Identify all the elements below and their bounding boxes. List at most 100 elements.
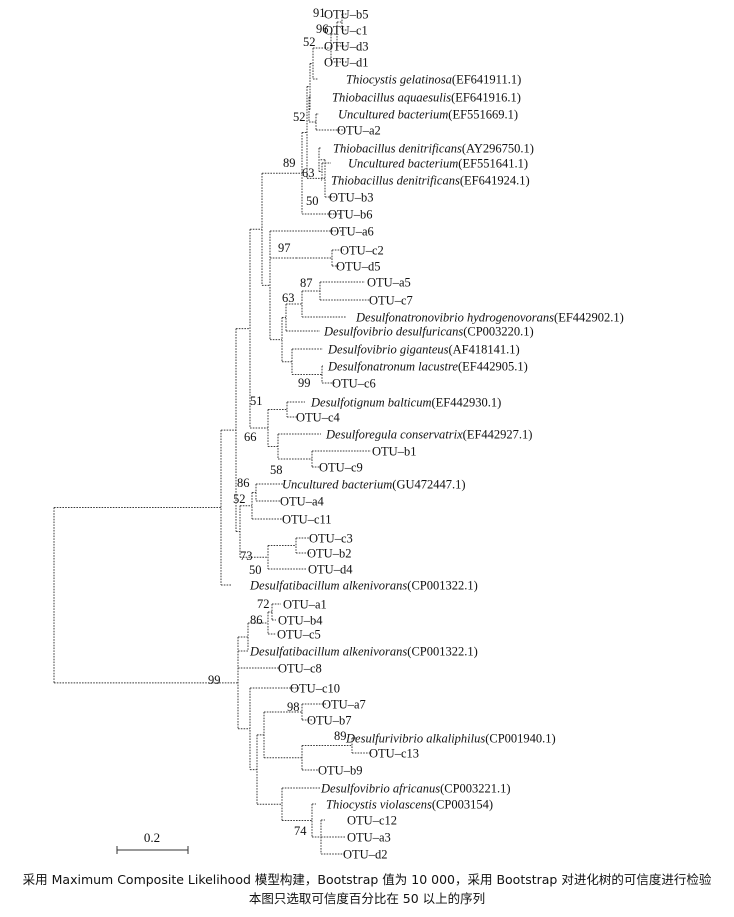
leaf-accession: OTU–c6 [332, 377, 376, 391]
leaf-label: Desulfovibrio desulfuricans(CP003220.1) [323, 325, 534, 339]
bootstrap-value: 52 [233, 492, 246, 506]
leaf-accession: (CP001322.1) [407, 645, 478, 659]
leaf-species-name: Desulfurivibrio alkaliphilus [345, 732, 485, 746]
leaf-label: Desulfovibrio giganteus(AF418141.1) [327, 343, 520, 357]
leaf-label: OTU–a7 [322, 698, 366, 712]
leaf-accession: (EF442930.1) [431, 396, 501, 410]
leaf-accession: (AF418141.1) [448, 343, 519, 357]
leaf-accession: OTU–a5 [367, 276, 411, 290]
leaf-species-name: Desulfonatronum lacustre [327, 360, 458, 374]
bootstrap-values: 9196525289635097876399516658865273507286… [208, 6, 347, 838]
leaf-label: OTU–b6 [328, 208, 372, 222]
leaf-species-name: Thiobacillus aquaesulis [332, 91, 451, 105]
leaf-accession: OTU–b9 [318, 764, 362, 778]
leaf-accession: OTU–b2 [307, 547, 351, 561]
leaf-accession: (CP003220.1) [463, 325, 534, 339]
leaf-accession: (EF641916.1) [451, 91, 521, 105]
leaf-species-name: Thiocystis violascens [326, 798, 432, 812]
leaf-label: OTU–c2 [340, 244, 384, 258]
bootstrap-value: 50 [249, 563, 262, 577]
leaf-label: OTU–d3 [324, 40, 368, 54]
leaf-label: OTU–b4 [278, 614, 323, 628]
caption-line-1: 采用 Maximum Composite Likelihood 模型构建，Boo… [22, 872, 712, 887]
leaf-species-name: Desulfotignum balticum [310, 396, 431, 410]
bootstrap-value: 86 [250, 613, 263, 627]
bootstrap-value: 66 [244, 430, 257, 444]
leaf-accession: OTU–d2 [343, 848, 387, 862]
leaf-label: OTU–b1 [372, 445, 416, 459]
leaf-label: OTU–d2 [343, 848, 387, 862]
bootstrap-value: 99 [208, 673, 221, 687]
bootstrap-value: 98 [287, 700, 300, 714]
bootstrap-value: 51 [250, 394, 263, 408]
leaf-label: OTU–b7 [307, 714, 351, 728]
leaf-label: OTU–c10 [290, 682, 340, 696]
leaf-accession: OTU–b3 [329, 191, 373, 205]
leaf-accession: OTU–b1 [372, 445, 416, 459]
leaf-label: Uncultured bacterium(EF551669.1) [338, 108, 518, 122]
bootstrap-value: 74 [294, 824, 307, 838]
leaf-accession: OTU–c8 [278, 662, 322, 676]
leaf-species-name: Desulfatibacillum alkenivorans [249, 579, 407, 593]
leaf-accession: (EF641911.1) [452, 73, 521, 87]
leaf-accession: (EF442927.1) [463, 428, 533, 442]
leaf-species-name: Desulfatibacillum alkenivorans [249, 645, 407, 659]
leaf-accession: (AY296750.1) [462, 142, 534, 156]
leaf-accession: OTU–c2 [340, 244, 384, 258]
leaf-accession: (CP001322.1) [407, 579, 478, 593]
leaf-accession: (GU472447.1) [392, 478, 465, 492]
leaf-accession: OTU–c10 [290, 682, 340, 696]
leaf-label: Thiobacillus denitrificans(EF641924.1) [331, 174, 530, 188]
leaf-label: OTU–b9 [318, 764, 362, 778]
leaf-accession: OTU–c12 [347, 814, 397, 828]
leaf-label: OTU–c5 [277, 628, 321, 642]
leaf-accession: OTU–a4 [280, 495, 324, 509]
bootstrap-value: 52 [303, 35, 316, 49]
leaf-accession: (CP001940.1) [485, 732, 556, 746]
figure-caption: 采用 Maximum Composite Likelihood 模型构建，Boo… [0, 870, 734, 908]
leaf-label: OTU–a5 [367, 276, 411, 290]
leaf-accession: OTU–d3 [324, 40, 368, 54]
bootstrap-value: 91 [313, 6, 326, 20]
leaf-species-name: Uncultured bacterium [348, 157, 458, 171]
bootstrap-value: 97 [278, 241, 291, 255]
leaf-label: OTU–c8 [278, 662, 322, 676]
leaf-accession: OTU–a7 [322, 698, 366, 712]
leaf-label: Desulforegula conservatrix(EF442927.1) [325, 428, 532, 442]
caption-line-2: 本图只选取可信度百分比在 50 以上的序列 [248, 891, 486, 906]
leaf-accession: OTU–c1 [324, 24, 368, 38]
leaf-accession: OTU–c4 [296, 411, 340, 425]
leaf-label: Desulfovibrio africanus(CP003221.1) [320, 782, 511, 796]
leaf-label: Desulfurivibrio alkaliphilus(CP001940.1) [345, 732, 556, 746]
bootstrap-value: 63 [302, 166, 315, 180]
leaf-label: OTU–c9 [319, 461, 363, 475]
leaf-label: Desulfatibacillum alkenivorans(CP001322.… [249, 645, 478, 659]
leaf-accession: (CP003154) [432, 798, 493, 812]
leaf-label: Desulfatibacillum alkenivorans(CP001322.… [249, 579, 478, 593]
leaf-accession: (CP003221.1) [440, 782, 511, 796]
leaf-accession: OTU–c13 [369, 747, 419, 761]
leaf-accession: OTU–a1 [283, 598, 327, 612]
bootstrap-value: 89 [283, 156, 296, 170]
leaf-accession: (EF641924.1) [460, 174, 530, 188]
bootstrap-value: 72 [257, 597, 270, 611]
leaf-species-name: Thiobacillus denitrificans [333, 142, 462, 156]
leaf-accession: OTU–c7 [369, 294, 413, 308]
scale-bar: 0.2 [116, 830, 189, 854]
leaf-label: OTU–a4 [280, 495, 324, 509]
leaf-label: OTU–b2 [307, 547, 351, 561]
leaf-label: OTU–a6 [330, 225, 374, 239]
leaf-accession: OTU–c11 [282, 513, 332, 527]
bootstrap-value: 58 [270, 463, 283, 477]
bootstrap-value: 89 [334, 729, 347, 743]
leaf-accession: OTU–b5 [324, 8, 368, 22]
leaf-label: OTU–d4 [308, 563, 353, 577]
leaf-species-name: Desulfovibrio desulfuricans [323, 325, 463, 339]
tree-branches [53, 13, 372, 855]
leaf-label: OTU–d1 [324, 56, 368, 70]
leaf-label: Thiobacillus denitrificans(AY296750.1) [333, 142, 534, 156]
bootstrap-value: 96 [316, 22, 329, 36]
